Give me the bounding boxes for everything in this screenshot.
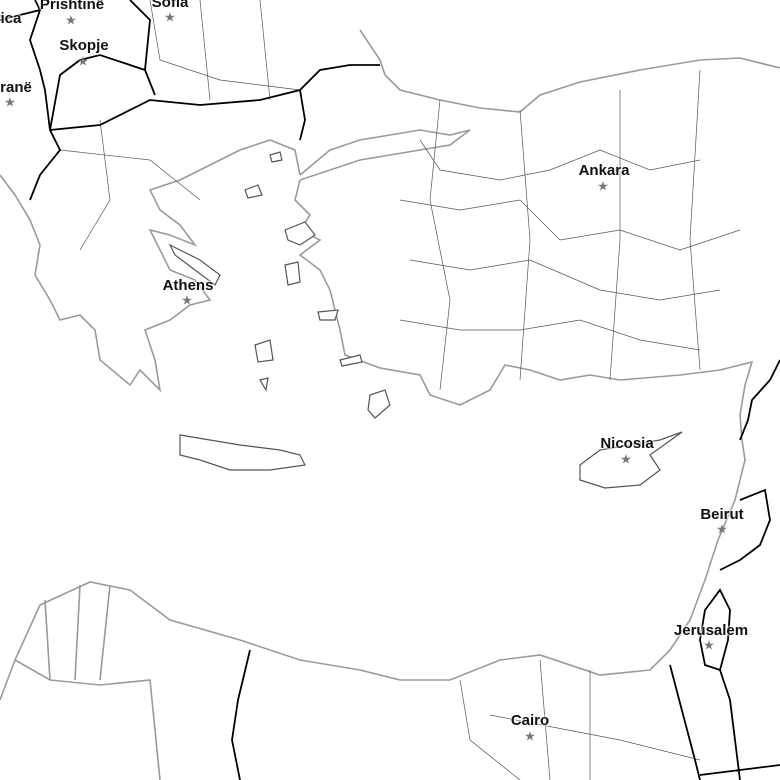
star-icon: ★ <box>703 637 715 653</box>
black-sea-coast <box>359 29 780 113</box>
lemnos <box>244 184 263 199</box>
star-icon: ★ <box>65 12 77 28</box>
city-label: Jerusalem <box>673 622 749 639</box>
city-label: Cairo <box>510 712 550 729</box>
city-label: Nicosia <box>600 435 654 452</box>
lesbos <box>284 221 316 246</box>
euboea <box>168 243 221 286</box>
anatolia-coast <box>294 179 754 441</box>
city-label: Ankara <box>578 162 630 179</box>
marmara-coast <box>299 129 471 181</box>
santorini <box>259 377 269 392</box>
samos <box>317 309 339 321</box>
city-label: Skopje <box>59 37 109 54</box>
kos <box>339 354 363 367</box>
star-icon: ★ <box>164 9 176 25</box>
star-icon: ★ <box>620 451 632 467</box>
crete <box>179 434 306 471</box>
star-icon: ★ <box>524 728 536 744</box>
libya-admin <box>14 584 161 780</box>
naxos <box>254 339 274 363</box>
cyprus <box>579 431 683 489</box>
chios <box>284 261 301 286</box>
star-icon: ★ <box>597 178 609 194</box>
star-icon: ★ <box>77 53 89 69</box>
star-icon: ★ <box>181 292 193 308</box>
city-label: ranë <box>0 79 32 96</box>
star-icon: ★ <box>4 94 16 110</box>
admin-lines <box>59 0 741 780</box>
city-label: Sofia <box>151 0 189 11</box>
star-icon: ★ <box>716 521 728 537</box>
city-label: Beirut <box>700 506 744 523</box>
thasos <box>269 151 283 163</box>
rhodes <box>367 389 391 419</box>
city-label: Prishtinë <box>39 0 105 13</box>
city-label: rica <box>0 10 22 27</box>
greece-coast <box>0 139 301 393</box>
city-label: Athens <box>162 277 214 294</box>
